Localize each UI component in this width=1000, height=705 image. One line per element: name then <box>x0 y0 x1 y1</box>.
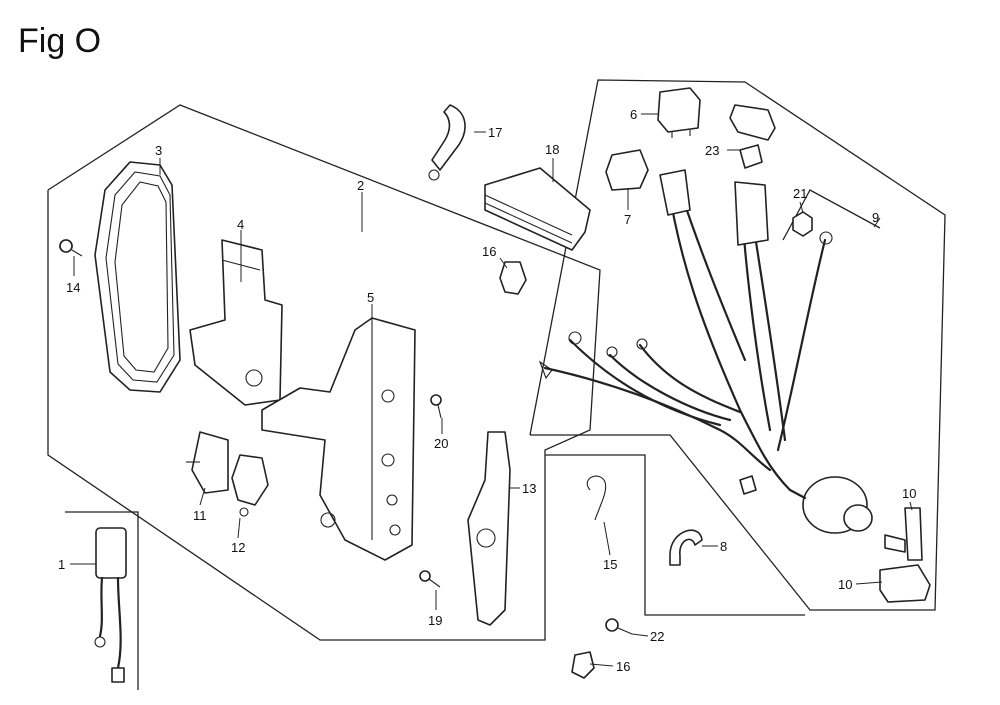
leader-lines <box>70 113 913 667</box>
callout-21: 21 <box>793 186 807 201</box>
fuse-holder-part <box>729 104 776 169</box>
cable-clip-16-upper-part <box>499 261 527 295</box>
plate-part <box>467 431 511 626</box>
cushion-part <box>484 167 591 251</box>
callout-13: 13 <box>522 481 536 496</box>
figure-title: Fig O <box>18 22 101 60</box>
screw-20-part <box>430 394 442 419</box>
clip-group-frame <box>545 454 805 616</box>
screw-14-part <box>59 239 83 257</box>
callout-17: 17 <box>488 125 502 140</box>
terminal-bracket-frame <box>782 189 881 241</box>
regulator-part <box>94 527 127 683</box>
callout-7: 7 <box>624 212 631 227</box>
callout-16-upper: 16 <box>482 244 496 259</box>
callout-14: 14 <box>66 280 80 295</box>
bracket-part <box>189 239 283 406</box>
callout-15: 15 <box>603 557 617 572</box>
callout-2: 2 <box>357 178 364 193</box>
callout-9: 9 <box>872 210 879 225</box>
control-box-cover-part <box>59 161 181 393</box>
callout-3: 3 <box>155 143 162 158</box>
callout-4: 4 <box>237 217 244 232</box>
callout-12: 12 <box>231 540 245 555</box>
switch-part <box>186 431 229 494</box>
callout-16-lower: 16 <box>616 659 630 674</box>
callout-23: 23 <box>705 143 719 158</box>
callout-1: 1 <box>58 557 65 572</box>
socket-part <box>605 149 649 191</box>
wire-harness-frame <box>529 79 946 611</box>
callout-5: 5 <box>367 290 374 305</box>
callout-6: 6 <box>630 107 637 122</box>
clamp-part <box>669 529 703 566</box>
clip-17-part <box>428 104 466 181</box>
callout-10-upper: 10 <box>902 486 916 501</box>
key-upper-part <box>884 507 923 561</box>
band-part <box>586 475 607 521</box>
callout-19: 19 <box>428 613 442 628</box>
callout-22: 22 <box>650 629 664 644</box>
callout-20: 20 <box>434 436 448 451</box>
wire-harness-part <box>538 169 873 534</box>
callout-18: 18 <box>545 142 559 157</box>
callout-8: 8 <box>720 539 727 554</box>
breaker-part <box>231 454 269 517</box>
cable-clip-16-lower-part <box>571 651 595 679</box>
callout-11: 11 <box>193 508 207 523</box>
screw-22-part <box>605 618 633 635</box>
control-box-frame <box>47 104 601 641</box>
relay-part <box>657 87 701 138</box>
screw-19-part <box>419 570 441 588</box>
regulator-frame <box>65 511 139 690</box>
control-panel-part <box>261 317 416 561</box>
callout-10-lower: 10 <box>838 577 852 592</box>
key-lower-part <box>879 564 931 603</box>
nut-part <box>792 211 813 237</box>
